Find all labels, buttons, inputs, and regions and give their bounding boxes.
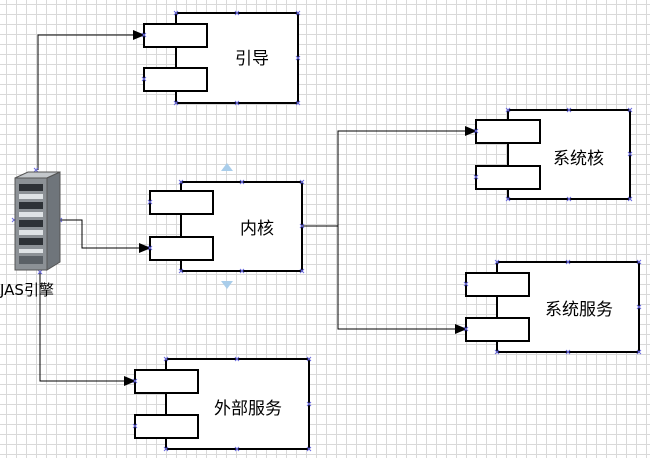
component-port-bottom xyxy=(475,165,541,190)
component-port-bottom xyxy=(134,414,199,439)
component-label-syscore: 系统核 xyxy=(553,149,604,169)
component-port-top xyxy=(149,190,214,215)
component-label-sysservice: 系统服务 xyxy=(545,300,613,320)
handles-kernel xyxy=(147,179,305,274)
component-syscore[interactable] xyxy=(475,109,631,200)
handles-boot xyxy=(141,10,301,106)
connector-server-to-kernel[interactable] xyxy=(60,219,151,253)
server-label: JAS引擎 xyxy=(0,281,54,299)
connector-kernel-to-sysservice[interactable] xyxy=(337,226,467,334)
component-label-external: 外部服务 xyxy=(214,399,282,419)
connector-kernel-to-syscore[interactable] xyxy=(302,126,477,227)
component-label-kernel: 内核 xyxy=(240,219,274,239)
component-port-bottom xyxy=(465,317,530,342)
move-arrow-up-icon[interactable] xyxy=(221,163,233,171)
move-arrows xyxy=(221,163,233,289)
component-label-boot: 引导 xyxy=(235,49,269,69)
handles-sysservice xyxy=(463,259,642,355)
move-arrow-down-icon[interactable] xyxy=(221,281,233,289)
connector-server-to-boot[interactable] xyxy=(37,30,145,170)
component-port-top xyxy=(143,23,208,48)
connectors xyxy=(37,30,477,386)
handles-syscore xyxy=(473,107,633,202)
component-port-top xyxy=(134,369,199,394)
component-kernel[interactable] xyxy=(149,181,303,272)
component-port-bottom xyxy=(143,67,208,92)
component-port-top xyxy=(475,119,541,144)
component-port-bottom xyxy=(149,236,214,261)
connector-server-to-external[interactable] xyxy=(39,272,136,386)
selection-handles xyxy=(11,10,642,452)
component-boot[interactable] xyxy=(143,12,299,104)
handles-external xyxy=(132,356,312,452)
server-icon[interactable] xyxy=(14,171,61,271)
component-port-top xyxy=(465,272,530,297)
